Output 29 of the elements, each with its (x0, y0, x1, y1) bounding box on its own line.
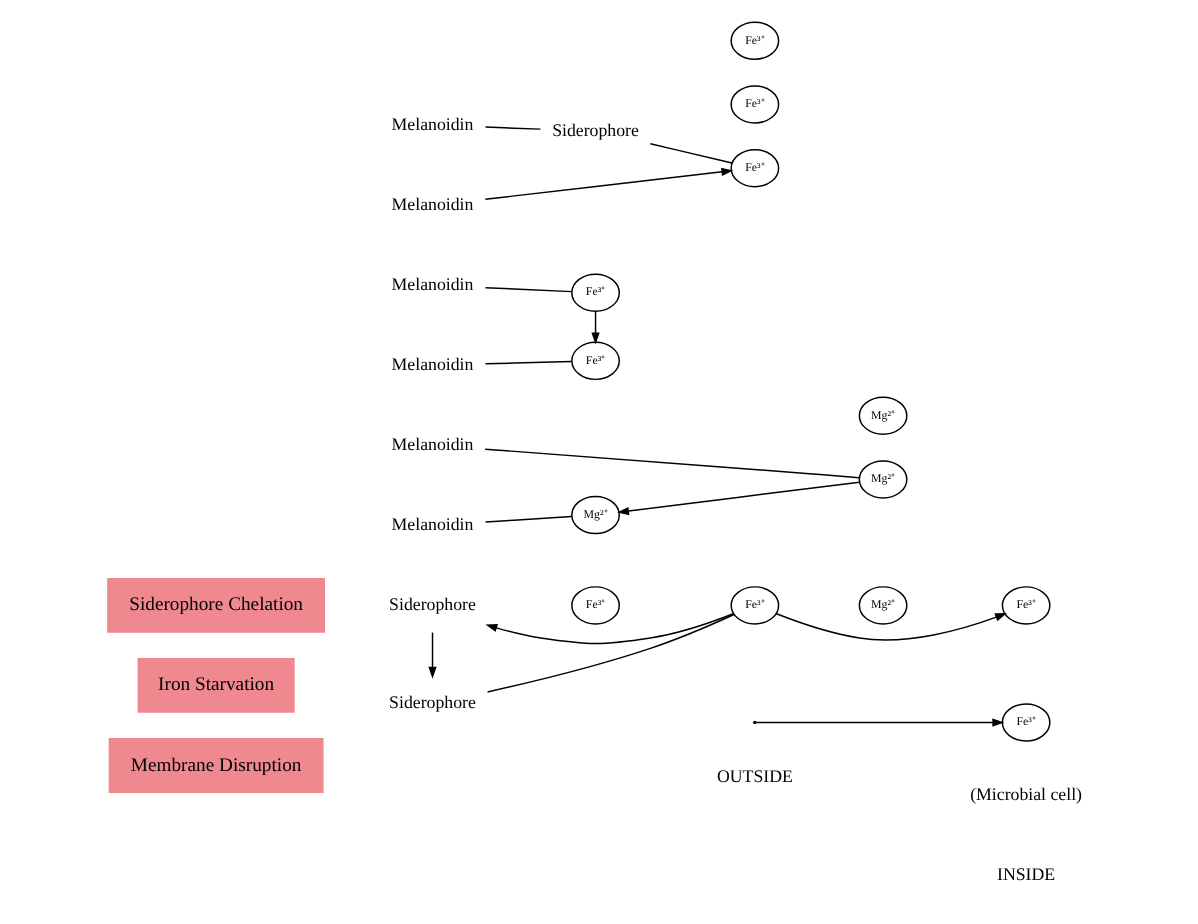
arrow (590, 310, 599, 345)
label: OUTSIDE (715, 765, 792, 786)
arrow (754, 718, 1004, 727)
label: (Microbial cell) (969, 783, 1082, 804)
arrow (484, 613, 734, 645)
connector (485, 613, 734, 693)
node-text: Melanoidin (390, 353, 473, 374)
connector (648, 143, 732, 164)
connector (483, 515, 572, 523)
node-text: Melanoidin (390, 513, 473, 534)
node-text: Melanoidin (390, 273, 473, 294)
node-box: Iron Starvation (136, 658, 294, 713)
connector (483, 286, 572, 293)
connector (483, 448, 859, 479)
node-text: Siderophore (388, 691, 475, 712)
node-box: Siderophore Chelation (106, 578, 325, 633)
node-text: Melanoidin (390, 193, 473, 214)
node-text: Siderophore (388, 593, 475, 614)
node-text: Melanoidin (390, 113, 473, 134)
label: INSIDE (996, 863, 1055, 884)
connector (483, 126, 541, 130)
node-text: Melanoidin (390, 433, 473, 454)
arrow (483, 167, 733, 200)
arrow (616, 481, 860, 516)
node-box: Membrane Disruption (107, 738, 323, 793)
arrow (774, 613, 1006, 641)
connector (483, 360, 572, 365)
arrow (427, 631, 436, 679)
node-text: Siderophore (551, 119, 638, 140)
